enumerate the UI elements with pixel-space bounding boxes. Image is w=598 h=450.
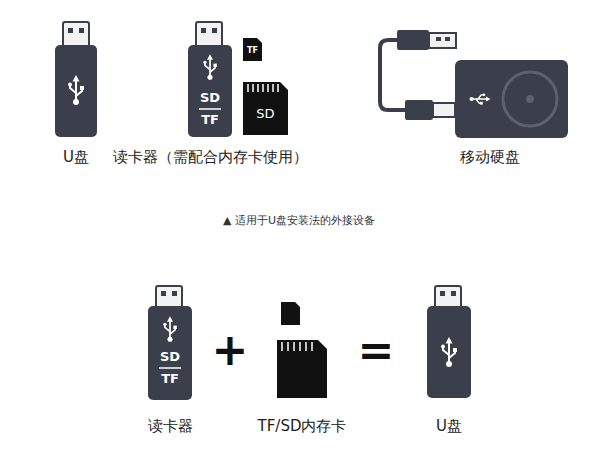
node-label: 移动硬盘 bbox=[440, 148, 540, 166]
sd-card bbox=[277, 340, 327, 398]
divider-line bbox=[199, 108, 221, 110]
node-label: TF bbox=[146, 371, 194, 387]
usb-cable bbox=[380, 40, 407, 110]
plus-sign: + bbox=[200, 328, 260, 372]
usb-drive bbox=[427, 286, 471, 398]
sd-card-node: TF/SD内存卡 bbox=[277, 340, 327, 398]
plug-hole bbox=[68, 28, 73, 33]
drive-body bbox=[427, 306, 471, 398]
disk-platter bbox=[503, 72, 557, 126]
node-label: TF/SD内存卡 bbox=[237, 417, 367, 435]
disk-spindle bbox=[526, 95, 534, 103]
plug-hole bbox=[445, 37, 450, 41]
plug-hole bbox=[440, 291, 445, 296]
tf-card bbox=[243, 38, 262, 61]
plug-hole bbox=[172, 291, 177, 296]
usb-symbol bbox=[441, 337, 457, 367]
sd-card-node: SD bbox=[243, 82, 288, 135]
usb-symbol bbox=[203, 54, 217, 80]
node-label: SD bbox=[186, 90, 234, 106]
divider-line bbox=[159, 367, 181, 369]
usb-plug bbox=[435, 286, 461, 308]
plug-hole bbox=[201, 28, 206, 33]
sd-card bbox=[243, 82, 288, 135]
usb-symbol bbox=[163, 316, 177, 342]
usb-symbol bbox=[68, 75, 84, 105]
plug-hole bbox=[79, 28, 84, 33]
plug-housing bbox=[405, 100, 433, 120]
usb-plug bbox=[63, 22, 89, 47]
tf-card-node: TF bbox=[243, 38, 262, 61]
figure-caption: ▲ 适用于U盘安装法的外接设备 bbox=[0, 215, 598, 226]
node-label: 读卡器（需配合内存卡使用） bbox=[76, 148, 344, 166]
usb-drive-node: U盘 bbox=[425, 284, 473, 434]
sd-card-body bbox=[277, 340, 327, 398]
usb-symbol bbox=[470, 93, 491, 104]
node-label: U盘 bbox=[40, 148, 112, 166]
usb-plug bbox=[196, 22, 222, 47]
plug-hole bbox=[436, 37, 441, 41]
plug-hole bbox=[212, 28, 217, 33]
card-reader-node: SDTF读卡器 bbox=[146, 284, 194, 436]
plug-hole bbox=[161, 291, 166, 296]
node-label: U盘 bbox=[415, 417, 483, 435]
node-label: SD bbox=[146, 349, 194, 365]
card-contacts bbox=[282, 342, 312, 351]
usb-drive-node: U盘 bbox=[40, 18, 112, 170]
node-label: TF bbox=[186, 112, 234, 128]
equals-sign: = bbox=[346, 328, 406, 372]
card-contacts bbox=[248, 84, 278, 92]
usb-drive bbox=[55, 22, 97, 137]
node-label: 读卡器 bbox=[120, 417, 220, 435]
node-label: SD bbox=[243, 106, 288, 122]
tf-card bbox=[281, 302, 300, 325]
disk-body bbox=[455, 60, 568, 138]
external-hard-disk bbox=[380, 30, 568, 138]
node-label: TF bbox=[243, 46, 262, 56]
card-reader-node: SDTF读卡器（需配合内存卡使用） bbox=[186, 20, 234, 170]
plug-housing bbox=[397, 30, 429, 50]
usb-plug bbox=[156, 286, 182, 308]
plug-hole bbox=[451, 291, 456, 296]
usb-plug bbox=[429, 33, 456, 48]
sd-card-body bbox=[243, 82, 288, 135]
usb-plug bbox=[433, 103, 455, 117]
hard-disk-node: 移动硬盘 bbox=[375, 28, 570, 170]
drive-body bbox=[55, 45, 97, 137]
